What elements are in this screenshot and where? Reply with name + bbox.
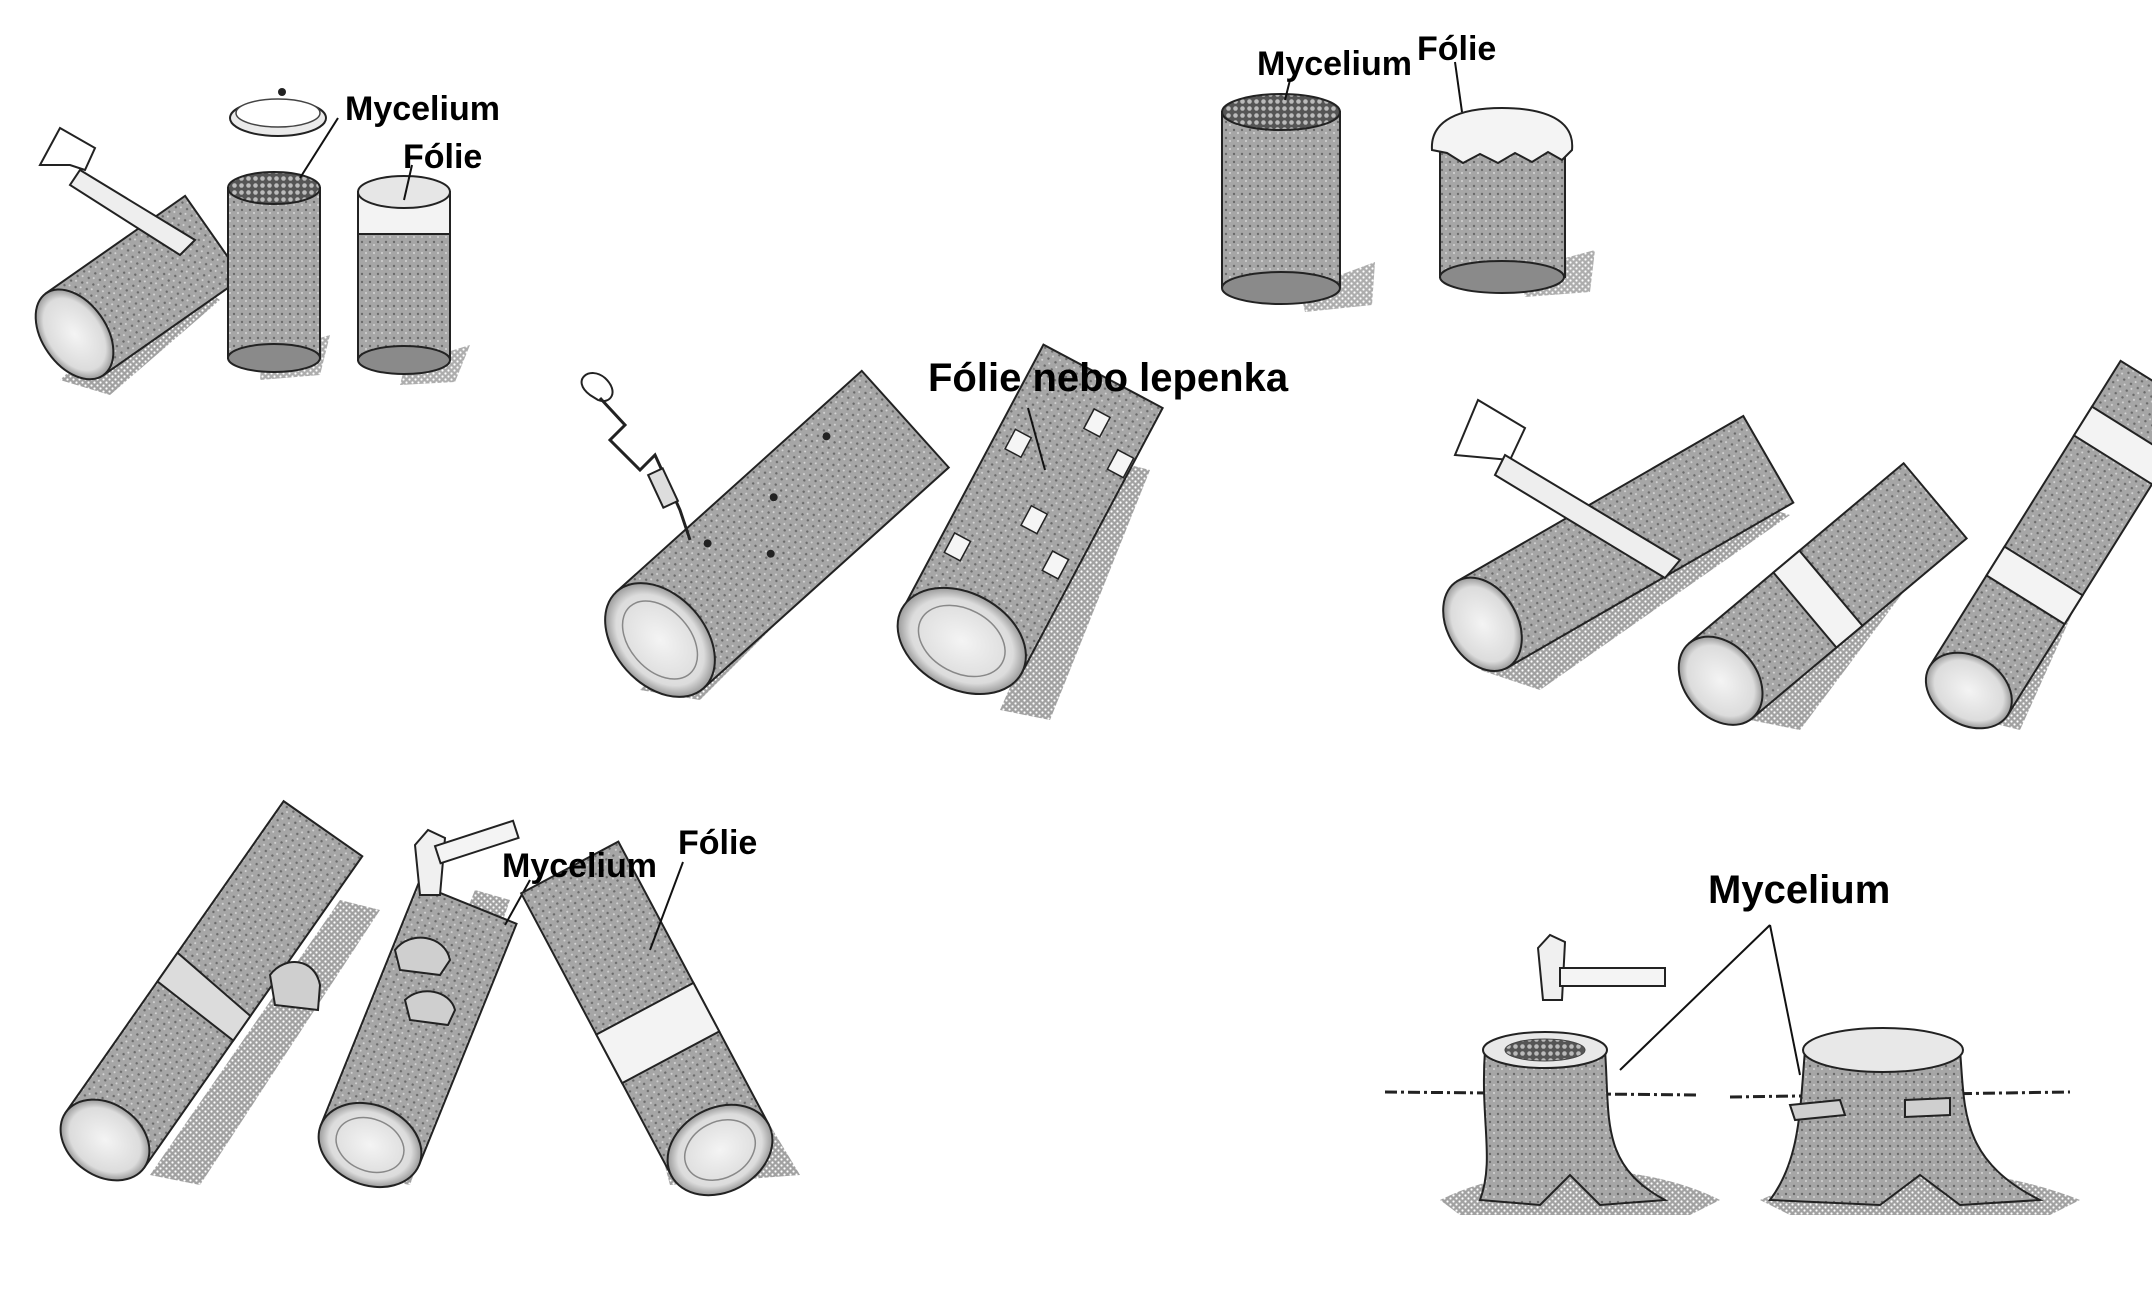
banded-log [1924,359,2152,730]
pointer-line-folie-lepenka [1027,407,1046,471]
drilled-log [604,369,951,698]
pointer-line-folie [1454,61,1463,113]
hand-drill-icon [580,372,692,541]
label-folie-nebo-lepenka: Fólie nebo lepenka [928,356,1289,400]
label-folie: Fólie [1417,30,1497,68]
pointer-line-mycelium [299,117,339,179]
label-mycelium: Mycelium [1257,45,1412,83]
log-section-with-mycelium [227,171,330,380]
wedge-piece [403,990,457,1027]
pointer-line-mycelium-left [1619,924,1771,1071]
panel-6-stumps [1384,924,2080,1215]
label-mycelium-large: Mycelium [1708,868,1891,912]
pointer-line-mycelium-right [1769,924,1801,1076]
tree-stump [1478,1031,1669,1207]
pointer-line-folie [403,164,413,201]
wedged-log [59,799,364,1182]
pointer-line-mycelium [1284,79,1291,101]
patched-log [896,343,1165,695]
panel-1-short-log-cut [34,88,470,395]
log-shadow [1000,460,1150,720]
panel-5-wedge-logs [59,799,800,1197]
mycelium-lid [229,88,327,137]
label-folie: Fólie [678,824,758,862]
label-folie: Fólie [403,138,483,176]
wedged-log [317,882,518,1189]
log-section-with-foil [1430,106,1574,294]
wedge-piece [393,936,452,977]
log-section-with-foil [357,175,470,385]
foil-covered-log [519,840,774,1197]
pointer-line-folie [649,861,684,951]
wedge-piece [268,961,322,1012]
panel-3-drilled-logs [580,343,1165,720]
hammer-icon [413,819,520,896]
label-mycelium: Mycelium [345,90,500,128]
pointer-line-mycelium [504,879,531,926]
banded-log [1677,461,1969,726]
log-section-with-mycelium [1221,93,1341,305]
tree-stump [1768,1027,2044,1207]
saw-icon [38,126,197,257]
saw-icon [1453,398,1682,580]
panel-4-cut-log-rings [1442,359,2152,730]
panel-2-short-log-pair [1221,61,1595,312]
hammer-icon [1536,933,1666,1001]
log-shadow [150,900,380,1185]
label-mycelium: Mycelium [502,847,657,885]
